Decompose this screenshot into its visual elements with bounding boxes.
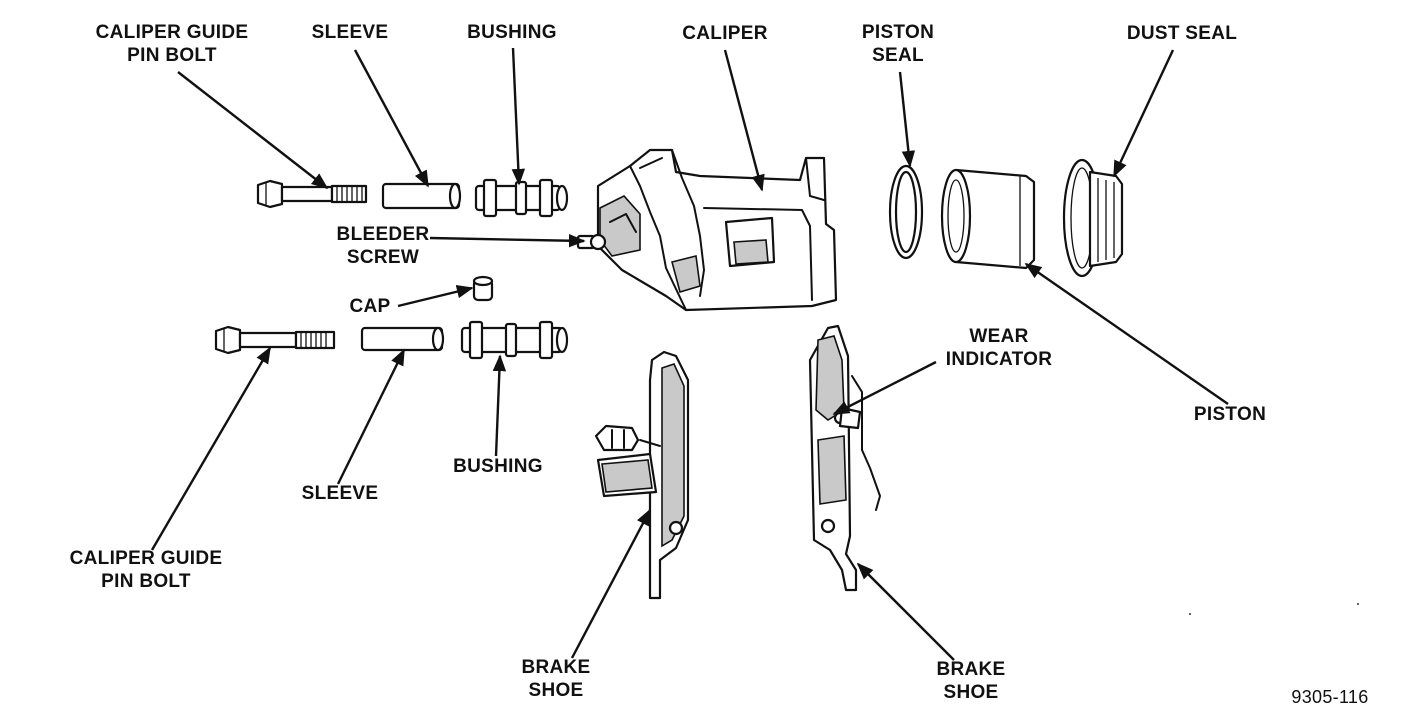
label-piston: PISTON bbox=[1180, 403, 1280, 426]
figure-number: 9305-116 bbox=[1270, 686, 1390, 709]
label-line: PIN BOLT bbox=[101, 571, 191, 592]
bushing-bottom bbox=[460, 320, 569, 360]
sleeve-bottom bbox=[360, 326, 445, 352]
label-line: BUSHING bbox=[453, 456, 543, 477]
piston-seal bbox=[888, 164, 924, 260]
label-line: SLEEVE bbox=[311, 22, 389, 43]
label-cap: CAP bbox=[340, 295, 400, 318]
label-caliper-guide-pin-bolt-bottom: CALIPER GUIDE PIN BOLT bbox=[56, 547, 236, 593]
brake-shoe-left bbox=[594, 350, 690, 600]
label-line: BRAKE bbox=[521, 657, 591, 678]
label-brake-shoe-right: BRAKE SHOE bbox=[926, 658, 1016, 704]
label-caliper-guide-pin-bolt-top: CALIPER GUIDE PIN BOLT bbox=[82, 21, 262, 67]
label-line: 9305-116 bbox=[1291, 687, 1369, 707]
label-line: SCREW bbox=[346, 247, 420, 268]
caliper-body bbox=[596, 148, 838, 312]
label-line: BRAKE bbox=[936, 659, 1006, 680]
label-dust-seal: DUST SEAL bbox=[1112, 22, 1252, 45]
label-line: BUSHING bbox=[467, 22, 557, 43]
label-line: DUST SEAL bbox=[1126, 23, 1238, 44]
label-line: SHOE bbox=[943, 682, 999, 703]
label-line: INDICATOR bbox=[945, 349, 1053, 370]
label-bleeder-screw: BLEEDER SCREW bbox=[328, 223, 438, 269]
label-line: SEAL bbox=[872, 45, 924, 66]
piston bbox=[940, 168, 1036, 270]
sleeve-top bbox=[381, 182, 462, 210]
label-sleeve-bottom: SLEEVE bbox=[290, 482, 390, 505]
caliper-guide-pin-bolt-top bbox=[256, 179, 368, 209]
label-line: CAP bbox=[349, 296, 391, 317]
label-bushing-bottom: BUSHING bbox=[438, 455, 558, 478]
label-sleeve-top: SLEEVE bbox=[300, 21, 400, 44]
brake-shoe-right bbox=[808, 324, 881, 592]
label-line: CALIPER GUIDE bbox=[69, 548, 223, 569]
label-caliper: CALIPER bbox=[670, 22, 780, 45]
label-line: SHOE bbox=[528, 680, 584, 701]
scan-speck bbox=[1189, 613, 1191, 615]
label-wear-indicator: WEAR INDICATOR bbox=[924, 325, 1074, 371]
label-line: BLEEDER bbox=[336, 224, 430, 245]
label-bushing-top: BUSHING bbox=[452, 21, 572, 44]
label-line: SLEEVE bbox=[301, 483, 379, 504]
label-line: CALIPER GUIDE bbox=[95, 22, 249, 43]
dust-seal bbox=[1062, 158, 1124, 278]
scan-speck bbox=[1357, 603, 1359, 605]
bushing-top bbox=[474, 178, 569, 218]
label-line: PIN BOLT bbox=[127, 45, 217, 66]
label-line: PISTON bbox=[1193, 404, 1267, 425]
leader-lines bbox=[150, 47, 1229, 661]
label-line: CALIPER bbox=[682, 23, 768, 44]
label-brake-shoe-left: BRAKE SHOE bbox=[511, 656, 601, 702]
label-piston-seal: PISTON SEAL bbox=[848, 21, 948, 67]
label-line: WEAR bbox=[969, 326, 1029, 347]
label-line: PISTON bbox=[861, 22, 935, 43]
cap bbox=[472, 275, 494, 302]
caliper-guide-pin-bolt-bottom bbox=[214, 325, 336, 355]
